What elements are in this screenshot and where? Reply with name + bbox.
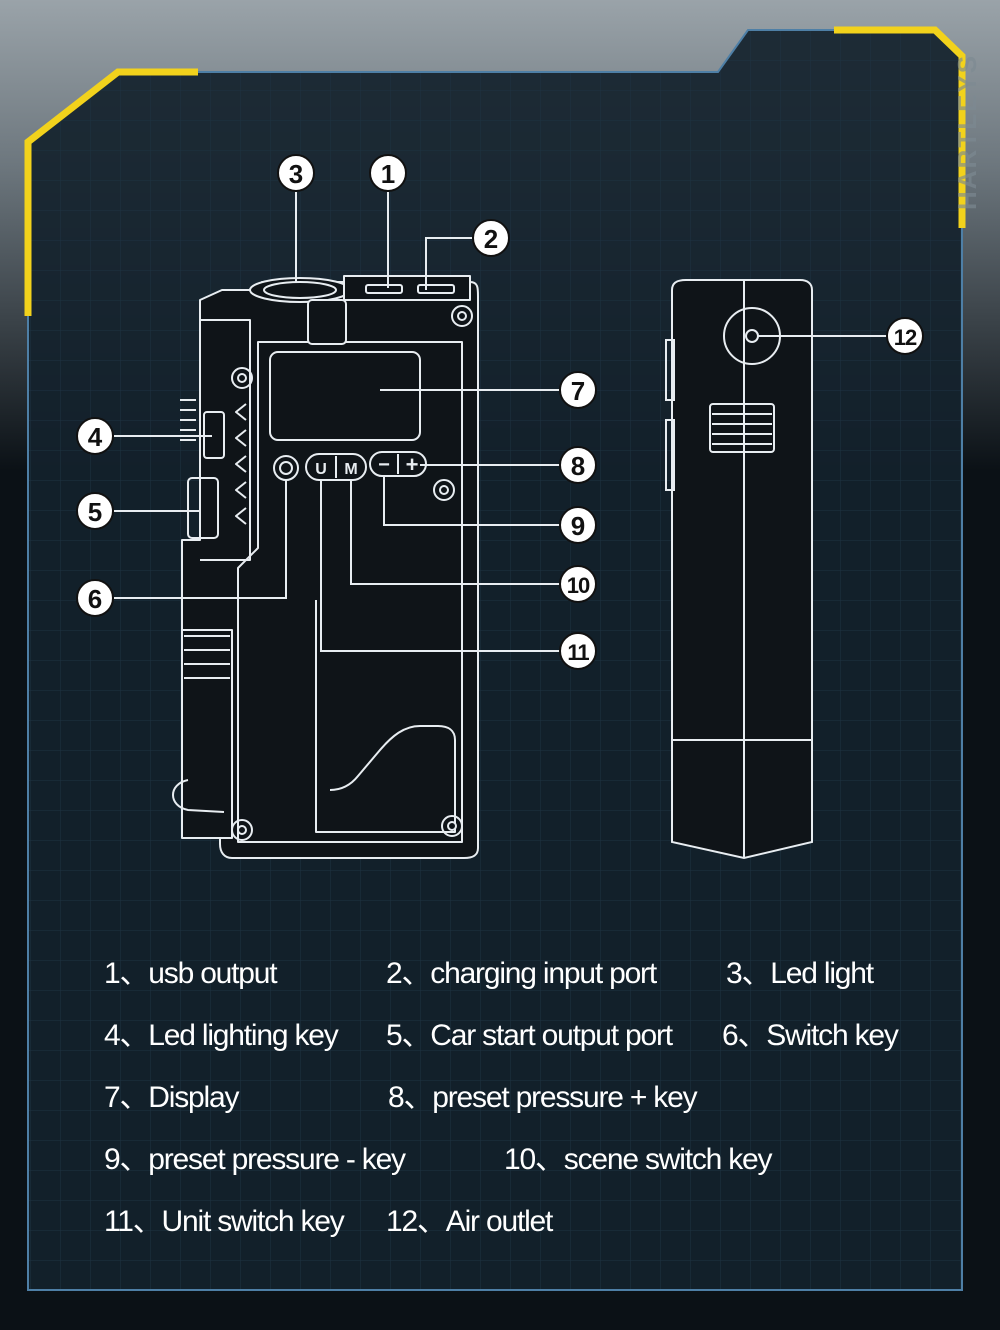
- callout-10: 10: [559, 565, 597, 603]
- callout-10-number: 10: [567, 573, 590, 598]
- callout-11-number: 11: [567, 640, 589, 665]
- legend-item-11: 11、Unit switch key: [104, 1205, 345, 1238]
- callout-5-number: 5: [88, 497, 102, 527]
- device-side: [665, 279, 813, 860]
- callout-12-number: 12: [894, 325, 917, 350]
- callout-1: 1: [369, 154, 407, 192]
- callout-4: 4: [76, 417, 114, 455]
- legend-item-6: 6、Switch key: [722, 1019, 899, 1052]
- callout-9-number: 9: [571, 511, 585, 541]
- callout-markers: 1 2 3 4 5 6 7 8 9 10 11 12: [76, 154, 924, 670]
- callout-3: 3: [277, 154, 315, 192]
- callout-6: 6: [76, 579, 114, 617]
- callout-2-number: 2: [484, 224, 498, 254]
- callout-3-number: 3: [289, 159, 303, 189]
- legend-item-9: 9、preset pressure - key: [104, 1143, 406, 1176]
- power-icon: [279, 461, 293, 475]
- button-plus-label: +: [406, 452, 419, 477]
- callout-8-number: 8: [571, 451, 585, 481]
- callout-6-number: 6: [88, 584, 102, 614]
- legend-item-10: 10、scene switch key: [504, 1143, 773, 1176]
- legend-item-12: 12、Air outlet: [386, 1205, 553, 1238]
- callout-8: 8: [559, 446, 597, 484]
- leader-9: [383, 476, 560, 526]
- callout-2: 2: [472, 219, 510, 257]
- frame-accent-right: [834, 26, 966, 228]
- legend-item-2: 2、charging input port: [386, 957, 657, 990]
- callout-7-number: 7: [571, 376, 585, 406]
- callout-7: 7: [559, 371, 597, 409]
- callout-12: 12: [886, 317, 924, 355]
- callout-4-number: 4: [88, 422, 103, 452]
- button-m-label: M: [344, 461, 357, 478]
- legend-item-8: 8、preset pressure + key: [388, 1081, 698, 1114]
- legend-item-3: 3、Led light: [726, 957, 874, 990]
- button-u-label: U: [315, 461, 327, 478]
- button-minus-label: −: [378, 454, 390, 476]
- device-front: [172, 275, 479, 859]
- leader-6: [114, 480, 287, 599]
- frame-accent-left: [24, 68, 198, 316]
- callout-9: 9: [559, 506, 597, 544]
- leader-11: [320, 480, 560, 652]
- leader-lines: [114, 192, 888, 652]
- callout-5: 5: [76, 492, 114, 530]
- legend-item-7: 7、Display: [104, 1081, 239, 1114]
- callout-11: 11: [559, 632, 597, 670]
- leader-2: [425, 237, 472, 290]
- callout-1-number: 1: [381, 159, 395, 189]
- legend-item-4: 4、Led lighting key: [104, 1019, 339, 1052]
- leader-10: [350, 480, 560, 585]
- legend-item-1: 1、usb output: [104, 957, 278, 990]
- legend-item-5: 5、Car start output port: [386, 1019, 673, 1052]
